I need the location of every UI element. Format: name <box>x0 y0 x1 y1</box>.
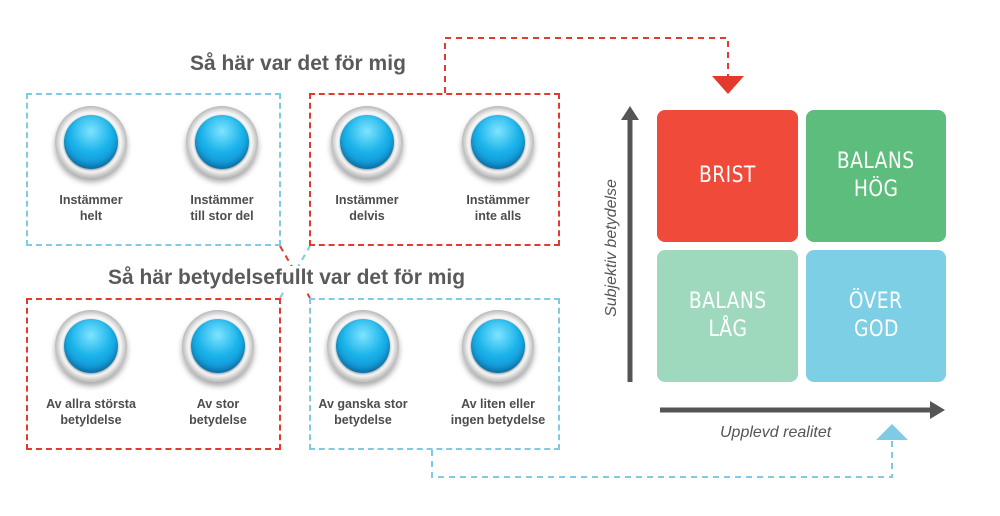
radio-button-icon[interactable] <box>182 310 254 382</box>
radio-button-icon[interactable] <box>55 106 127 178</box>
title-experience: Så här var det för mig <box>184 52 412 76</box>
y-axis-arrow-icon <box>621 106 639 120</box>
red-arrow-icon <box>712 76 744 94</box>
radio-button-icon[interactable] <box>331 106 403 178</box>
title-significance: Så här betydelsefullt var det för mig <box>102 266 472 290</box>
group-high-significance <box>26 298 281 450</box>
group-low-significance <box>309 298 560 450</box>
radio-button-icon[interactable] <box>186 106 258 178</box>
radio-button-icon[interactable] <box>327 310 399 382</box>
matrix-cell-brist: BRIST <box>657 110 798 242</box>
group-agree <box>26 93 281 246</box>
red-route-line <box>444 37 729 93</box>
x-axis-arrow-icon <box>930 401 945 419</box>
radio-button-icon[interactable] <box>55 310 127 382</box>
y-axis-label: Subjektiv betydelse <box>603 179 620 317</box>
x-axis-label: Upplevd realitet <box>720 424 832 441</box>
radio-button-icon[interactable] <box>462 310 534 382</box>
blue-route-line <box>431 440 893 478</box>
group-disagree <box>309 93 560 246</box>
blue-arrow-icon <box>876 424 908 440</box>
radio-button-icon[interactable] <box>462 106 534 178</box>
